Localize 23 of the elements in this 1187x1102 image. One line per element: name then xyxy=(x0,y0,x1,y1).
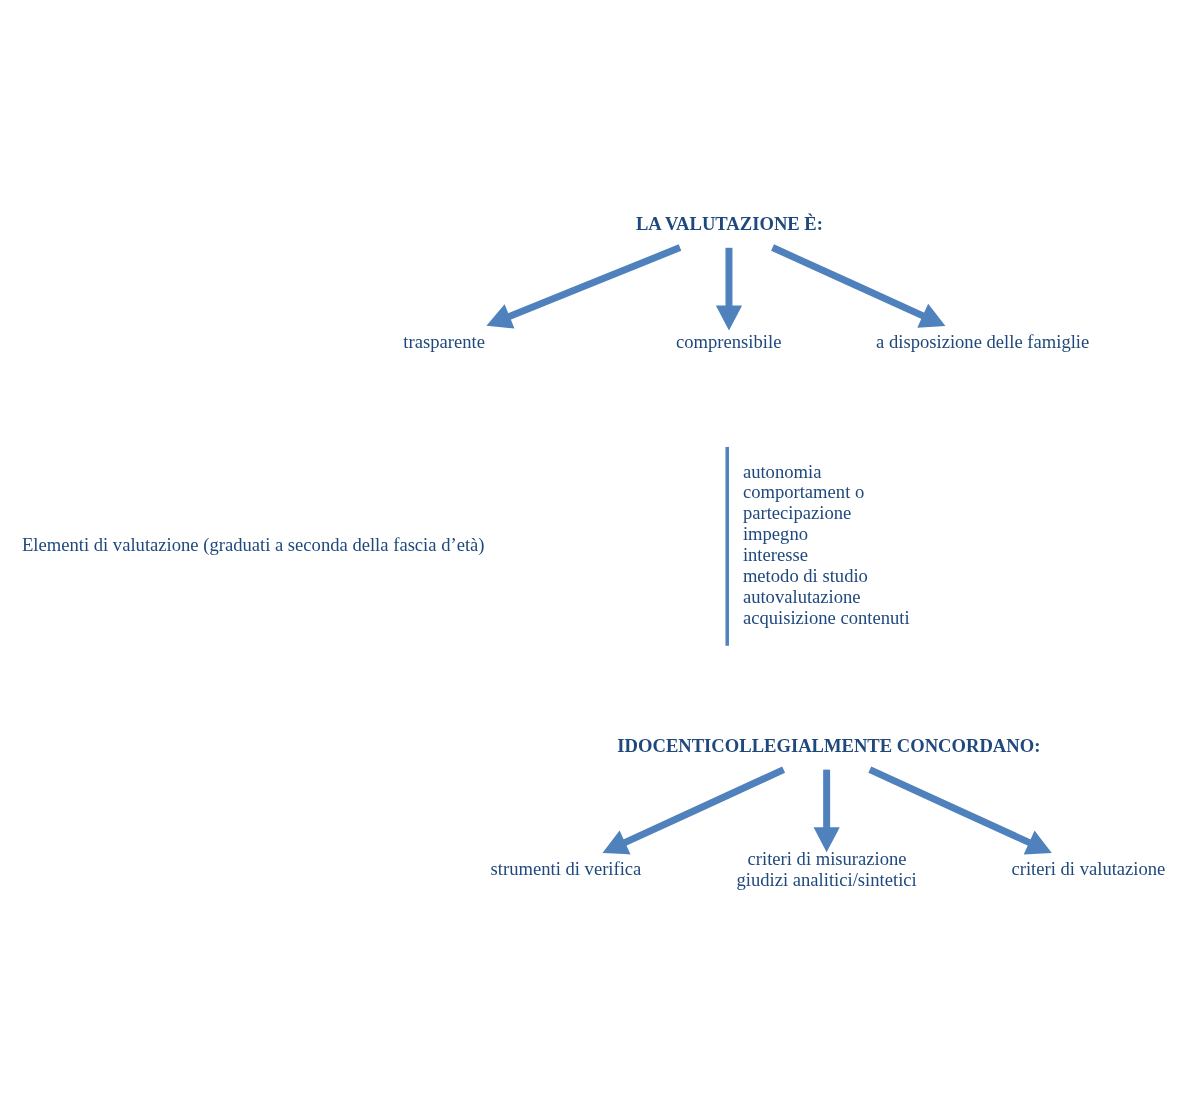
label: acquisizione contenuti xyxy=(742,607,910,629)
node-text: trasparente xyxy=(403,331,485,353)
label: partecipazione xyxy=(742,502,852,524)
label: autonomia xyxy=(742,460,822,482)
node-text: criteri di misurazione giudizi analitici/sintetici xyxy=(736,847,917,890)
label: impegno xyxy=(742,523,808,545)
node-text: comprensibile xyxy=(676,331,782,353)
node-text: IDOCENTICOLLEGIALMENTE CONCORDANO: xyxy=(617,734,1041,756)
node-text: Elementi di valutazione (graduati a seconda della fascia d’età) xyxy=(21,533,485,555)
label: metodo di studio xyxy=(742,565,868,587)
label: interesse xyxy=(742,544,808,566)
arrow xyxy=(771,244,946,328)
node-text: criteri di valutazione xyxy=(1011,858,1166,880)
node-text: LA VALUTAZIONE È: xyxy=(635,212,823,234)
arrow xyxy=(715,247,743,331)
label: comportament o xyxy=(742,481,865,503)
arrow xyxy=(602,766,786,855)
arrow xyxy=(813,769,840,853)
label: autovalutazione xyxy=(742,586,861,608)
node-text: strumenti di verifica xyxy=(490,858,642,880)
node-text: a disposizione delle famiglie xyxy=(876,331,1090,353)
arrow xyxy=(868,766,1052,855)
arrow xyxy=(486,244,682,329)
